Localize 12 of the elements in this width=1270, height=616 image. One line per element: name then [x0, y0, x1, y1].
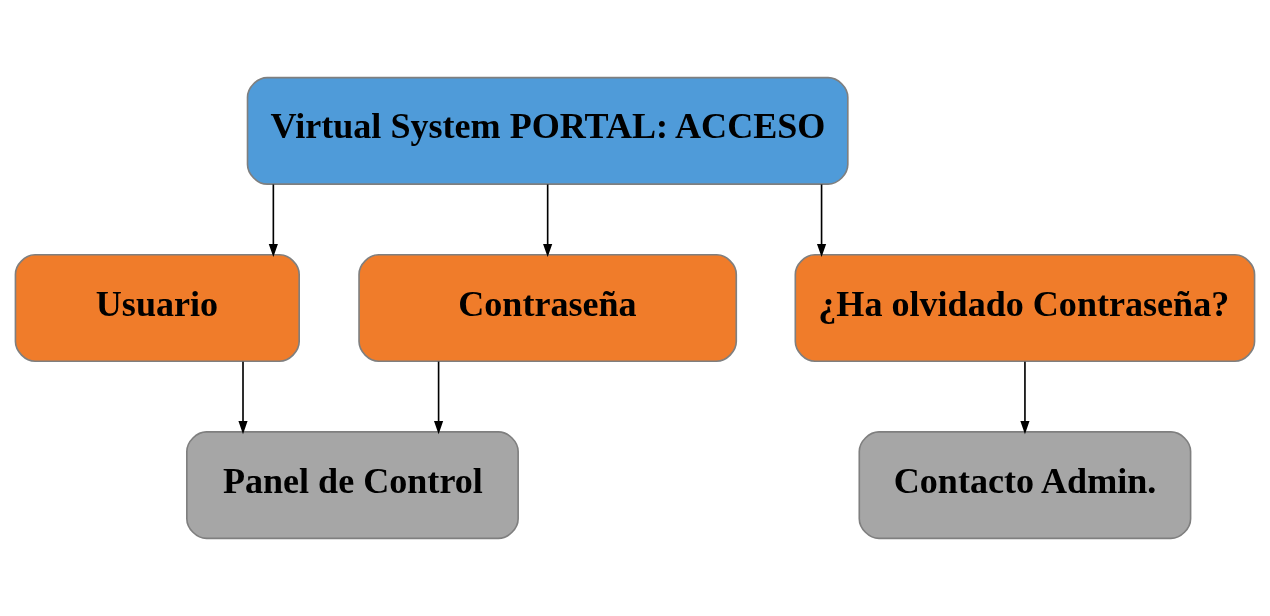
arrow [816, 183, 827, 258]
arrow [238, 360, 248, 435]
node-box: ¿Ha olvidado Contraseña? [794, 253, 1256, 363]
node-box: Contacto Admin. [858, 431, 1192, 540]
arrow [543, 183, 553, 258]
node-box: Usuario [14, 253, 300, 363]
node-box: Panel de Control [186, 431, 519, 540]
node-box: Contraseña [358, 253, 738, 363]
arrow [434, 360, 444, 435]
arrow [268, 183, 278, 258]
node-box: Virtual System PORTAL: ACCESO [246, 76, 849, 185]
arrow [1020, 360, 1030, 435]
